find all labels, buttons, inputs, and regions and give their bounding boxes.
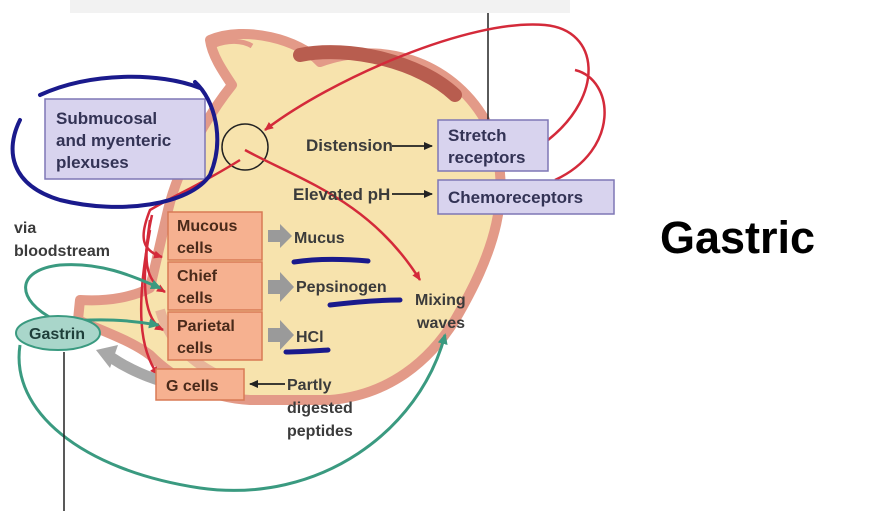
gastric-title: Gastric xyxy=(660,212,816,263)
svg-text:via: via xyxy=(14,220,36,237)
svg-text:Mucus: Mucus xyxy=(294,230,345,247)
svg-text:Chemoreceptors: Chemoreceptors xyxy=(448,188,583,207)
svg-text:Distension: Distension xyxy=(306,136,393,155)
waves-label: waves xyxy=(416,315,465,332)
mucus-label: Mucus xyxy=(294,230,345,247)
hcl-label: HCl xyxy=(296,329,324,346)
distension-label: Distension xyxy=(306,136,393,155)
stretch-line: receptors xyxy=(448,148,525,167)
svg-text:Pepsinogen: Pepsinogen xyxy=(296,279,387,296)
pepsinogen-label: Pepsinogen xyxy=(296,279,387,296)
gastrin-label: Gastrin xyxy=(29,326,85,343)
svg-text:cells: cells xyxy=(177,290,213,307)
parietal-line: Parietal xyxy=(177,318,235,335)
plexus-line: Submucosal xyxy=(56,109,157,128)
svg-text:Gastrin: Gastrin xyxy=(29,326,85,343)
stretch-line: Stretch xyxy=(448,126,507,145)
elevated-ph-label: Elevated pH xyxy=(293,185,390,204)
chemoreceptors-label: Chemoreceptors xyxy=(448,188,583,207)
mucous-line: cells xyxy=(177,240,213,257)
svg-text:plexuses: plexuses xyxy=(56,153,129,172)
svg-text:Mucous: Mucous xyxy=(177,218,238,235)
gastrin-ellipse: Gastrin xyxy=(15,315,101,351)
svg-text:bloodstream: bloodstream xyxy=(14,243,110,260)
secretion-arrows xyxy=(268,224,294,350)
g-cells-box: G cells xyxy=(155,368,245,401)
svg-text:receptors: receptors xyxy=(448,148,525,167)
stimulus-arrows xyxy=(249,142,433,388)
svg-text:G cells: G cells xyxy=(166,378,219,395)
svg-text:Submucosal: Submucosal xyxy=(56,109,157,128)
chief-line: cells xyxy=(177,290,213,307)
chief-line: Chief xyxy=(177,268,218,285)
peptides-label: peptides xyxy=(287,423,353,440)
digested-label: digested xyxy=(287,400,353,417)
svg-text:digested: digested xyxy=(287,400,353,417)
svg-text:HCl: HCl xyxy=(296,329,324,346)
chief-cells-box: Chief cells xyxy=(167,261,263,311)
parietal-line: cells xyxy=(177,340,213,357)
svg-text:and myenteric: and myenteric xyxy=(56,131,171,150)
top-panel-edge xyxy=(70,0,570,13)
stretch-receptors-box: Stretch receptors xyxy=(437,119,549,172)
chemoreceptors-box: Chemoreceptors xyxy=(437,179,615,215)
mucous-cells-box: Mucous cells xyxy=(167,211,263,261)
via-label: via xyxy=(14,220,36,237)
partly-label: Partly xyxy=(287,377,332,394)
plexus-line: and myenteric xyxy=(56,131,171,150)
svg-text:peptides: peptides xyxy=(287,423,353,440)
svg-text:cells: cells xyxy=(177,340,213,357)
stomach xyxy=(73,29,506,405)
svg-text:Parietal: Parietal xyxy=(177,318,235,335)
plexus-line: plexuses xyxy=(56,153,129,172)
svg-text:Elevated pH: Elevated pH xyxy=(293,185,390,204)
handwritten-annotations xyxy=(10,74,403,355)
svg-text:Chief: Chief xyxy=(177,268,218,285)
mucous-line: Mucous xyxy=(177,218,238,235)
mixing-label: Mixing xyxy=(415,292,466,309)
plexus-location-circle xyxy=(221,123,269,171)
plexus-box: Submucosal and myenteric plexuses xyxy=(44,98,206,180)
bloodstream-label: bloodstream xyxy=(14,243,110,260)
svg-text:cells: cells xyxy=(177,240,213,257)
svg-text:Stretch: Stretch xyxy=(448,126,507,145)
svg-text:Partly: Partly xyxy=(287,377,332,394)
svg-text:Mixing: Mixing xyxy=(415,292,466,309)
g-cells-label: G cells xyxy=(166,378,219,395)
svg-text:waves: waves xyxy=(416,315,465,332)
parietal-cells-box: Parietal cells xyxy=(167,311,263,361)
